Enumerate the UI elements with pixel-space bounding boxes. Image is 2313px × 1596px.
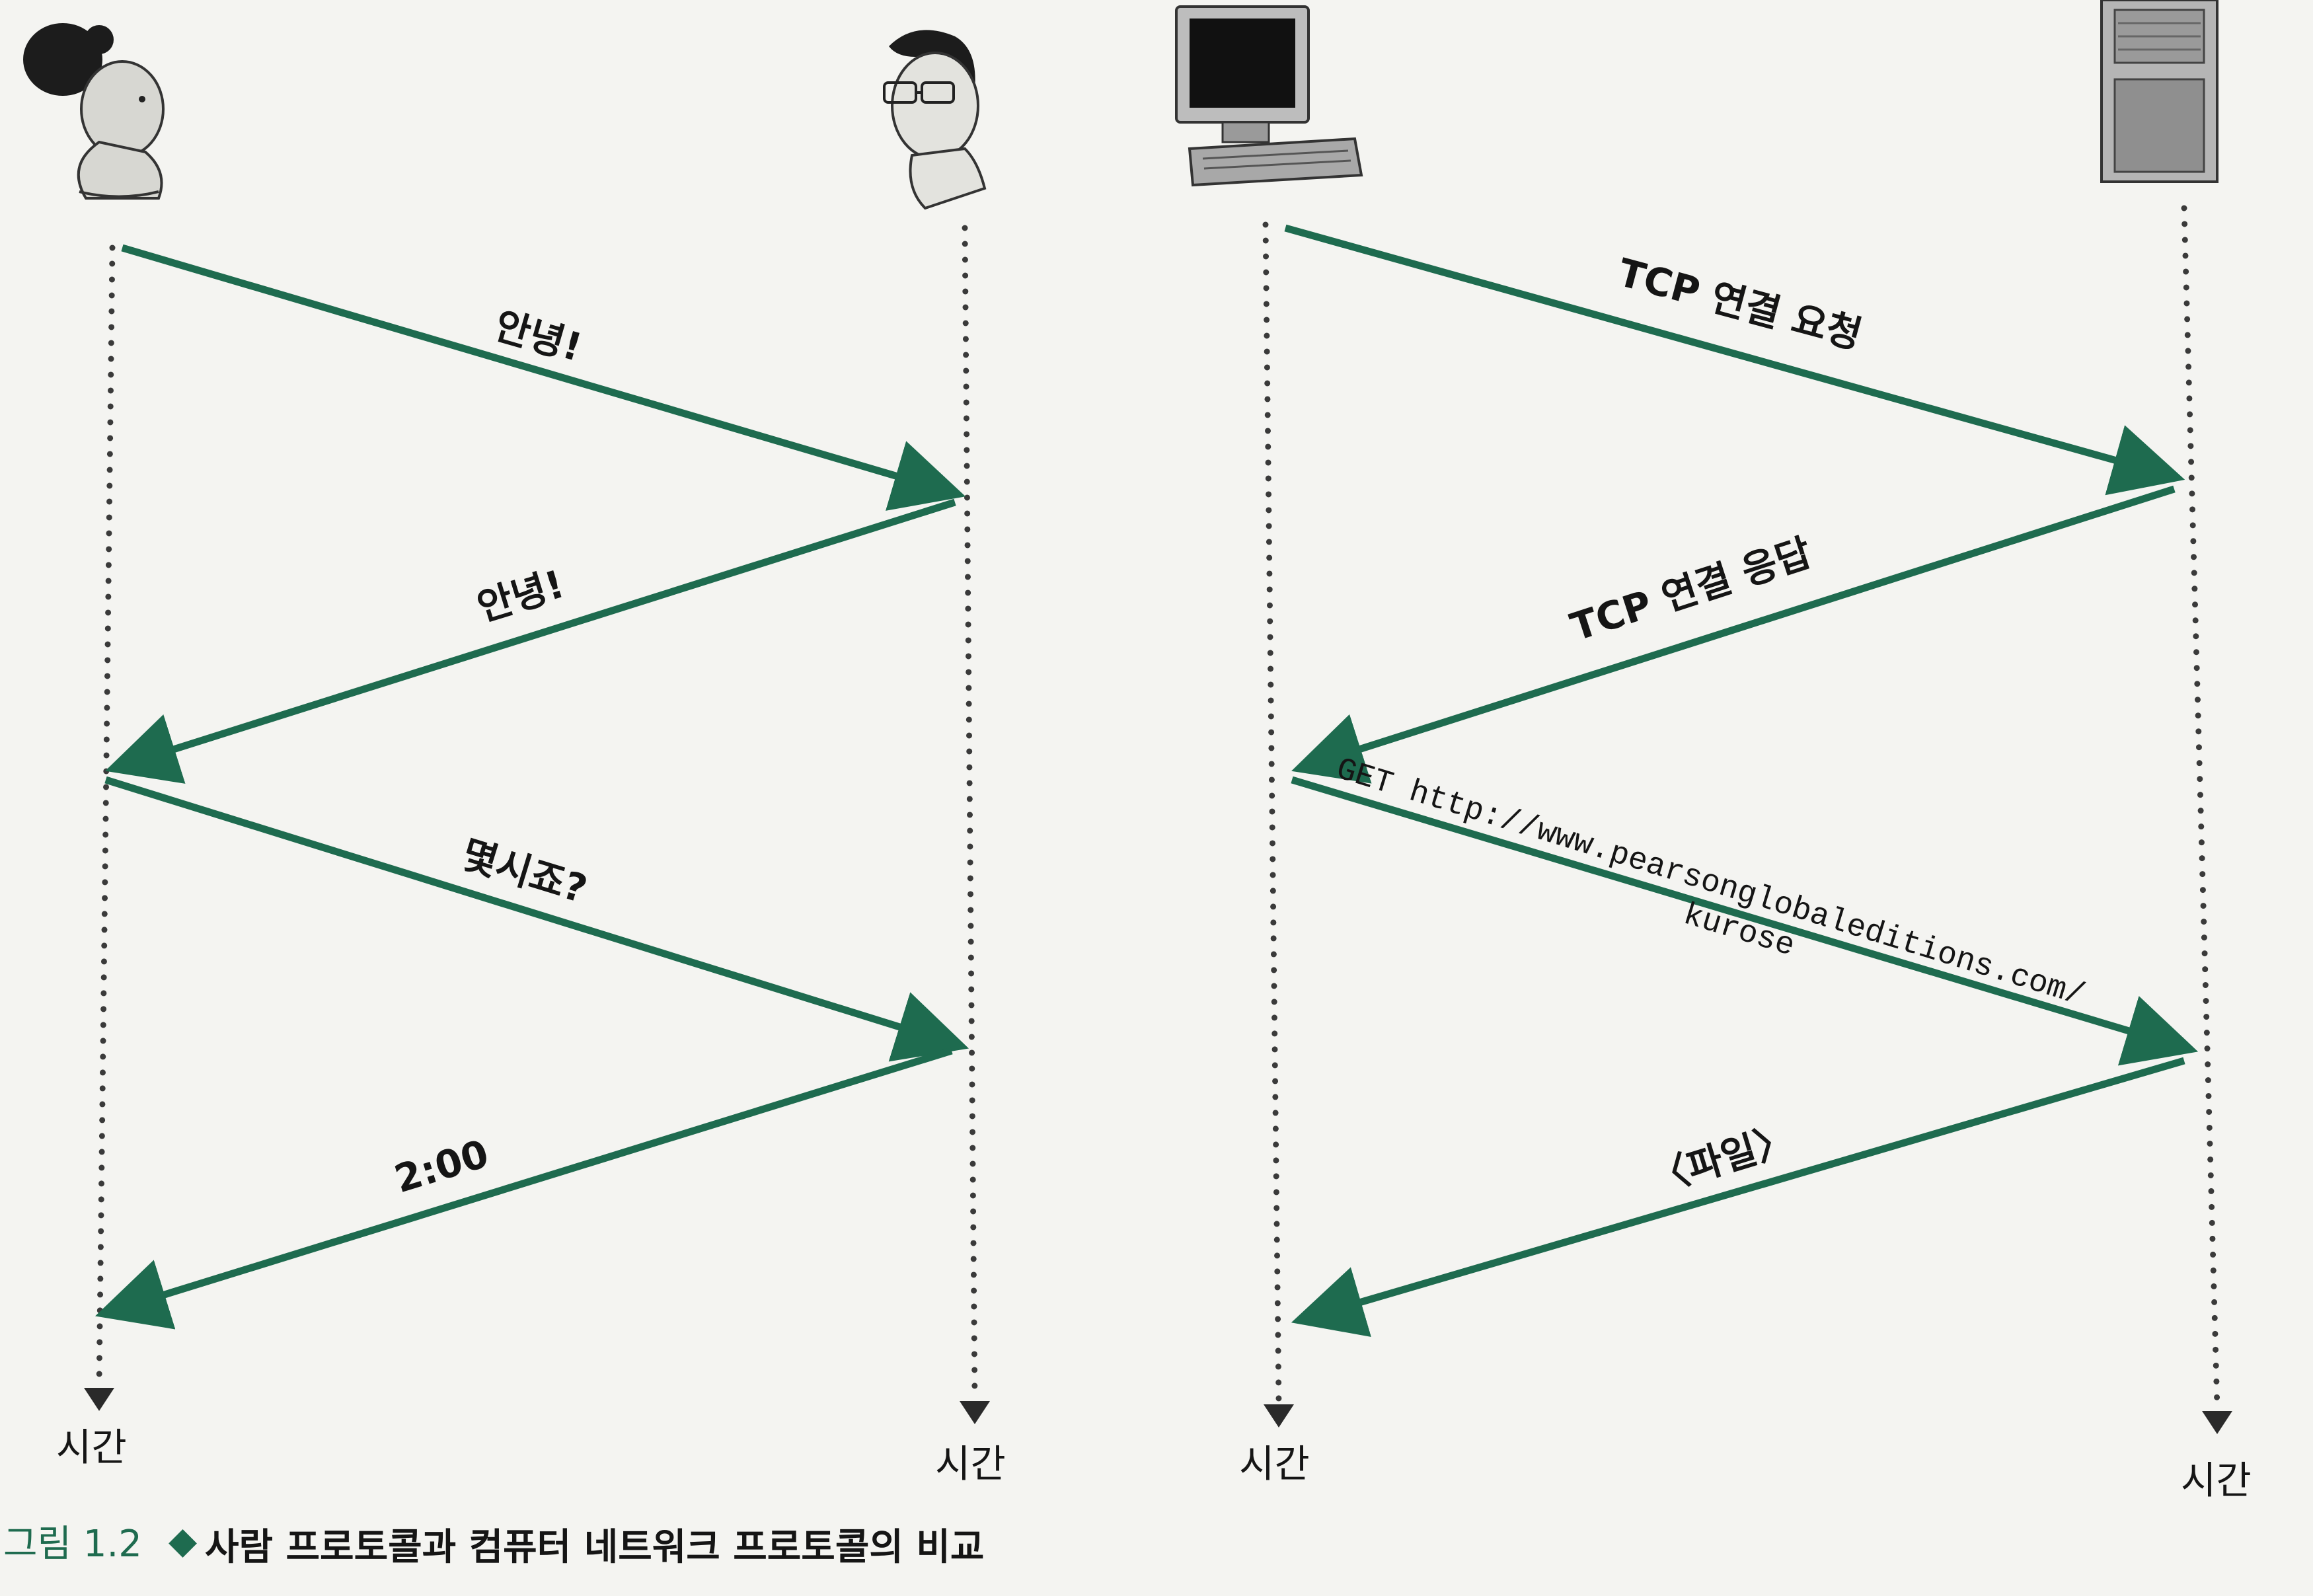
message-arrow-get <box>1291 776 2199 1066</box>
caption-bullet: ◆ <box>169 1519 197 1562</box>
message-label-4: 2:00 <box>389 1131 494 1201</box>
time-label-client: 시간 <box>1239 1441 1310 1486</box>
timeline-man <box>960 225 990 1424</box>
server-tower-icon <box>2100 0 2218 183</box>
caption-text: 사람 프로토콜과 컴퓨터 네트워크 프로토콜의 비교 <box>205 1526 984 1569</box>
message-label-file: 〈파일〉 <box>1645 1116 1799 1201</box>
message-arrow-2 <box>105 498 956 784</box>
person-woman-icon <box>23 23 165 200</box>
message-label-tcp-request: TCP 연결 요청 <box>1613 250 1866 358</box>
timeline-woman <box>84 245 116 1411</box>
message-label-2: 안녕! <box>472 561 569 630</box>
message-arrow-1 <box>121 244 966 511</box>
message-label-get: GET http://www.pearsonglobaleditions.com… <box>1332 752 2089 1014</box>
message-arrow-3 <box>104 776 969 1062</box>
person-man-icon <box>883 30 987 210</box>
message-label-3: 몇시죠? <box>457 831 592 912</box>
timeline-client <box>1262 221 1294 1427</box>
message-label-tcp-response: TCP 연결 응답 <box>1565 530 1817 650</box>
message-arrow-tcp-response <box>1291 485 2176 784</box>
message-arrow-4 <box>95 1047 953 1330</box>
caption-figure-number: 그림 1.2 <box>3 1523 142 1566</box>
time-label-server: 시간 <box>2181 1458 2252 1503</box>
desktop-computer-icon <box>1175 5 1363 187</box>
figure-caption: 그림 1.2 ◆ 사람 프로토콜과 컴퓨터 네트워크 프로토콜의 비교 <box>3 1519 984 1569</box>
message-arrow-file <box>1291 1057 2185 1338</box>
message-arrow-tcp-request <box>1284 224 2185 496</box>
timeline-server <box>2181 205 2232 1434</box>
time-label-man: 시간 <box>935 1441 1006 1486</box>
time-label-woman: 시간 <box>56 1425 127 1470</box>
